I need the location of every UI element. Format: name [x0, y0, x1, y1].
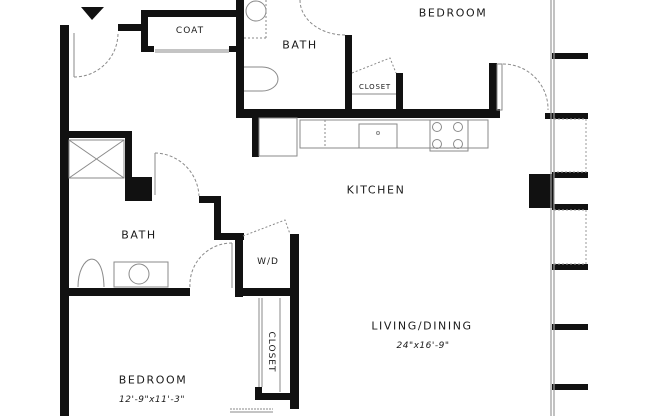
room-label-wd: W/D [257, 257, 279, 267]
room-label-closet-left: CLOSET [266, 331, 276, 373]
room-label-closet-top: CLOSET [359, 83, 391, 91]
entry-arrow-icon [81, 7, 104, 20]
walls [60, 0, 588, 416]
room-dimensions-living-dining: 24"x16'-9" [396, 341, 450, 351]
room-label-coat: COAT [175, 26, 205, 36]
room-label-kitchen: KITCHEN [346, 183, 406, 197]
room-label-bath-top: BATH [282, 38, 318, 52]
room-label-bath-left: BATH [121, 228, 157, 242]
room-label-bedroom-top: BEDROOM [418, 6, 488, 20]
room-label-bedroom-bottom: BEDROOM [118, 373, 188, 387]
fixtures [68, 0, 549, 413]
room-dimensions-bedroom-bottom: 12'-9"x11'-3" [119, 395, 185, 405]
room-label-living-dining: LIVING/DINING [371, 319, 473, 333]
window-wall [550, 0, 587, 416]
